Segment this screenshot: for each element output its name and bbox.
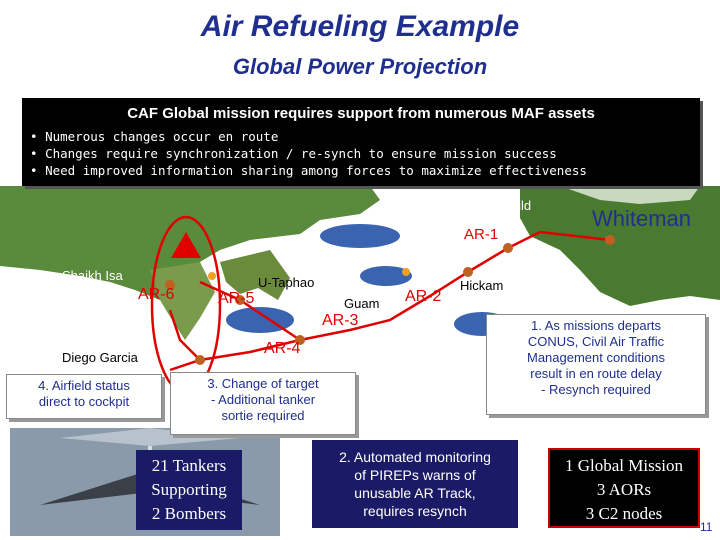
banner-bullet: Need improved information sharing among … bbox=[30, 162, 587, 179]
base-marker bbox=[195, 355, 205, 365]
route-line bbox=[168, 309, 201, 361]
place-whiteman: Whiteman bbox=[592, 206, 692, 231]
mission-line: 1 Global Mission bbox=[564, 456, 684, 475]
place-shaikh-isa: Shaikh Isa bbox=[62, 268, 123, 283]
place-diego-garcia: Diego Garcia bbox=[62, 350, 138, 365]
callout-4: 4. Airfield status direct to cockpit bbox=[6, 374, 162, 419]
weather-cloud bbox=[226, 307, 294, 333]
tankers-line: Supporting bbox=[151, 480, 227, 499]
callout-line: 4. Airfield status bbox=[38, 378, 130, 393]
india-landmass bbox=[150, 262, 215, 340]
callout-line: unusable AR Track, bbox=[354, 485, 476, 501]
mission-line: 3 C2 nodes bbox=[585, 504, 663, 523]
north-america-ice bbox=[560, 186, 700, 204]
weather-cloud bbox=[360, 266, 412, 286]
callout-line: Management conditions bbox=[526, 350, 666, 365]
callout-line: CONUS, Civil Air Traffic bbox=[527, 334, 665, 349]
callout-2: 2. Automated monitoring of PIREPs warns … bbox=[312, 440, 518, 528]
track-ar2: AR-2 bbox=[405, 288, 442, 305]
weather-cloud bbox=[320, 224, 400, 248]
track-ar6: AR-6 bbox=[138, 286, 175, 303]
callout-line: - Additional tanker bbox=[210, 392, 316, 407]
tankers-line: 2 Bombers bbox=[151, 504, 227, 523]
track-ar1: AR-1 bbox=[464, 226, 499, 243]
mission-box: 1 Global Mission 3 AORs 3 C2 nodes bbox=[548, 448, 700, 528]
base-marker bbox=[503, 243, 513, 253]
place-hickam: Hickam bbox=[460, 278, 504, 293]
mission-line: 3 AORs bbox=[596, 480, 652, 499]
tanker-icon bbox=[208, 272, 216, 280]
southeast-asia-landmass bbox=[220, 250, 290, 300]
mission-banner: CAF Global mission requires support from… bbox=[22, 98, 700, 186]
base-marker bbox=[463, 267, 473, 277]
base-marker bbox=[605, 235, 615, 245]
north-america-landmass bbox=[520, 186, 720, 306]
callout-line: 1. As missions departs bbox=[530, 318, 662, 333]
callout-1: 1. As missions departs CONUS, Civil Air … bbox=[486, 314, 706, 415]
callout-3: 3. Change of target - Additional tanker … bbox=[170, 372, 356, 435]
tanker-icon bbox=[402, 268, 410, 276]
track-ar3: AR-3 bbox=[322, 312, 359, 329]
banner-bullet: Numerous changes occur en route bbox=[30, 128, 587, 145]
base-marker bbox=[165, 280, 175, 290]
callout-line: of PIREPs warns of bbox=[354, 467, 476, 483]
tankers-box: 21 Tankers Supporting 2 Bombers bbox=[136, 450, 242, 530]
callout-line: requires resynch bbox=[363, 503, 467, 519]
banner-bullets: Numerous changes occur en route Changes … bbox=[30, 128, 587, 179]
route-line bbox=[169, 230, 541, 372]
page-number: 11 bbox=[700, 520, 713, 534]
banner-bullet: Changes require synchronization / re-syn… bbox=[30, 145, 587, 162]
place-u-tapao: U-Taphao bbox=[258, 275, 315, 290]
callout-line: - Resynch required bbox=[541, 382, 651, 397]
callout-line: direct to cockpit bbox=[38, 394, 130, 409]
callout-line: sortie required bbox=[221, 408, 305, 423]
tankers-line: 21 Tankers bbox=[151, 456, 227, 475]
base-marker bbox=[295, 335, 305, 345]
slide-subtitle: Global Power Projection bbox=[232, 54, 488, 79]
banner-heading: CAF Global mission requires support from… bbox=[127, 105, 595, 122]
callout-line: result in en route delay bbox=[530, 366, 662, 381]
base-marker bbox=[235, 295, 245, 305]
callout-line: 3. Change of target bbox=[207, 376, 319, 391]
callout-line: 2. Automated monitoring bbox=[339, 449, 491, 465]
target-triangle-icon bbox=[171, 232, 201, 258]
place-guam: Guam bbox=[344, 296, 380, 311]
slide-title: Air Refueling Example bbox=[200, 10, 520, 43]
route-line bbox=[539, 230, 611, 242]
place-fairchild: Fairchild bbox=[482, 198, 532, 213]
track-ar5: AR-5 bbox=[218, 290, 255, 307]
tanker-silhouette bbox=[60, 428, 240, 446]
track-ar4: AR-4 bbox=[264, 340, 301, 357]
